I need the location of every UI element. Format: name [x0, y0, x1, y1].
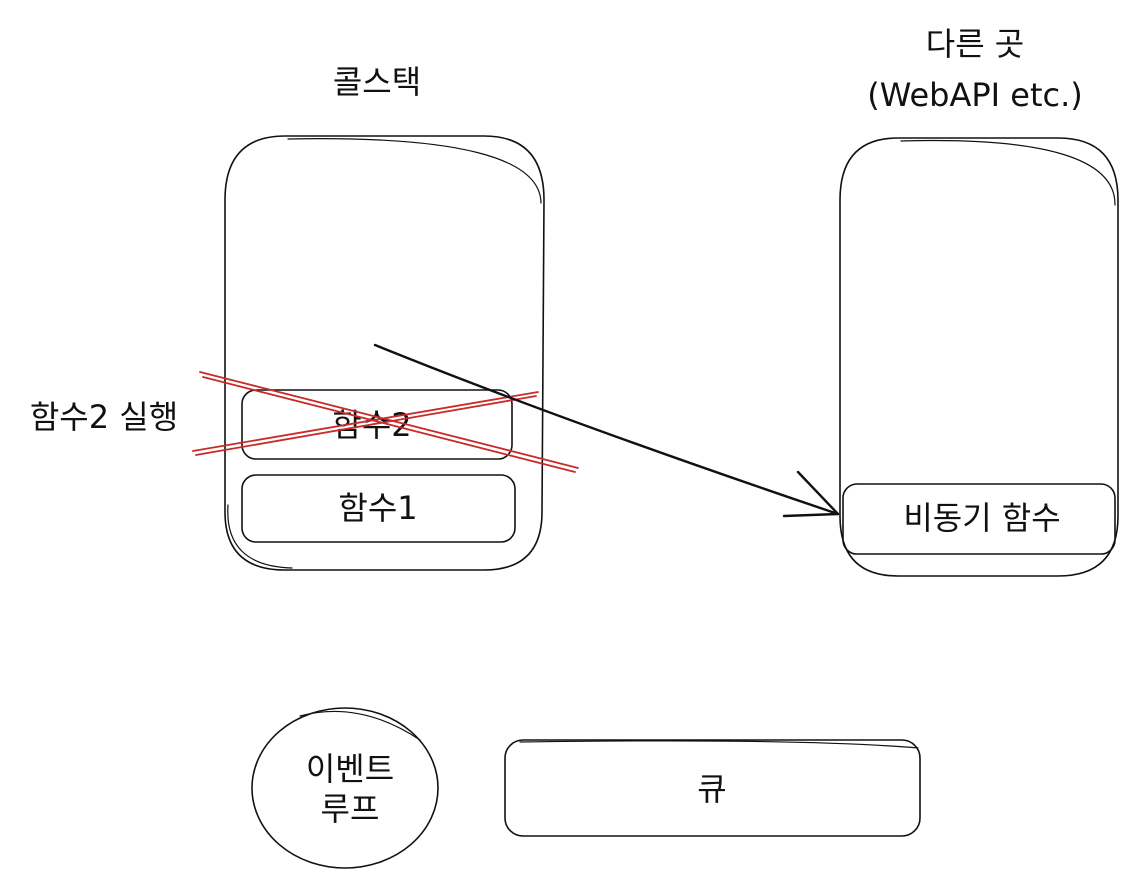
queue-label: 큐	[697, 770, 726, 808]
stack-frame-fn1: 함수1	[241, 474, 516, 543]
event-loop-circle	[251, 707, 439, 869]
call-stack-box	[224, 135, 545, 571]
web-api-title-line1: 다른 곳	[926, 25, 1025, 63]
queue-box	[504, 739, 921, 837]
web-api: 다른 곳 (WebAPI etc.) 비동기 함수	[839, 25, 1119, 577]
event-loop: 이벤트 루프	[251, 707, 439, 869]
event-loop-line2: 루프	[321, 790, 380, 828]
async-function-label: 비동기 함수	[903, 499, 1060, 537]
event-loop-line1: 이벤트	[306, 750, 394, 788]
handoff-arrow	[373, 343, 840, 518]
stack-frame-fn1-label: 함수1	[338, 489, 417, 527]
queue: 큐	[504, 739, 921, 837]
async-function-item: 비동기 함수	[842, 483, 1116, 555]
stack-frame-fn2-box	[241, 389, 513, 460]
call-stack-title: 콜스택	[333, 63, 421, 101]
web-api-box	[839, 137, 1119, 577]
async-function-box	[842, 483, 1116, 555]
strike-through-mark	[192, 371, 579, 473]
call-stack: 콜스택 함수2 함수1	[192, 63, 579, 571]
stack-frame-fn1-box	[241, 474, 516, 543]
web-api-title-line2: (WebAPI etc.)	[867, 76, 1083, 114]
side-note-label: 함수2 실행	[30, 398, 178, 436]
